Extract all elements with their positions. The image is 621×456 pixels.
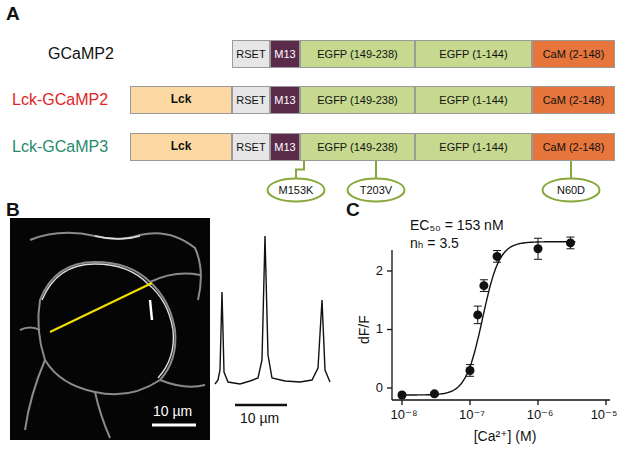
domain-label: Lck [171,140,192,153]
error-bar [566,237,574,249]
panel-letter: C [346,200,360,221]
data-point [534,244,543,253]
error-bar [466,365,474,377]
domain-box: EGFP (1-144) [415,133,532,161]
mutation-connector [376,161,377,178]
scale-label: 10 µm [240,411,279,426]
membrane-signal [42,236,173,378]
domain-label: Lck [171,93,192,106]
domain-label: EGFP (1-144) [439,48,507,60]
domain-label: EGFP (149-238) [317,141,398,153]
domain-box: EGFP (149-238) [300,86,415,114]
ec50-value: EC₅₀ = 153 nM [410,218,504,233]
mutation-label: T203V [360,184,392,196]
data-point [466,366,475,375]
tick-label: 10⁻⁵ [591,408,618,422]
mutation-connector [571,161,572,178]
panel-letter: B [6,200,20,221]
domain-box: CaM (2-148) [532,133,615,161]
line-scan [50,283,152,332]
domain-box: M13 [270,133,300,161]
scale-bar [152,424,196,427]
domain-label: RSET [236,48,265,60]
construct-name: Lck-GCaMP3 [12,138,108,156]
tick-label: 10⁻⁸ [391,408,418,422]
data-point [493,252,502,261]
domain-label: EGFP (149-238) [317,94,398,106]
tick-label: 1 [376,322,383,336]
chart-axes [387,250,610,405]
data-point [479,281,488,290]
domain-box: RSET [232,133,270,161]
axis-title: dF/F [356,316,371,345]
data-point [566,238,575,247]
domain-label: CaM (2-148) [543,48,605,60]
mutation-label: M153K [279,184,314,196]
panel-letter: A [6,4,20,25]
tick-label: 0 [376,381,383,395]
domain-label: M13 [274,94,295,106]
domain-box: RSET [232,86,270,114]
scale-bar [235,404,287,407]
hill-fit [402,242,575,395]
construct-name: Lck-GCaMP2 [12,91,108,109]
cell-image [10,218,210,440]
tick-label: 2 [376,264,383,278]
hill-coefficient: nₕ = 3.5 [410,236,459,251]
domain-label: CaM (2-148) [543,141,605,153]
data-point [473,310,482,319]
data-point [430,389,439,398]
domain-label: CaM (2-148) [543,94,605,106]
domain-box: M13 [270,86,300,114]
tick-label: 10⁻⁷ [459,408,485,422]
error-bar [474,306,482,324]
domain-box: Lck [130,133,232,161]
domain-label: RSET [236,94,265,106]
construct-name: GCaMP2 [48,45,114,63]
domain-label: M13 [274,48,295,60]
error-bar [480,280,488,292]
error-bar [493,251,501,263]
domain-label: EGFP (1-144) [439,94,507,106]
tick-label: 10⁻⁶ [527,408,554,422]
domain-label: EGFP (149-238) [317,48,398,60]
cell-outline [20,233,205,438]
chart-data [398,237,576,399]
domain-box: EGFP (1-144) [415,40,532,68]
intensity-profile [215,236,330,384]
mutation-label: N60D [557,184,585,196]
mutation-oval: N60D [541,177,601,203]
domain-box: Lck [130,86,232,114]
data-point [398,391,407,400]
domain-box: CaM (2-148) [532,40,615,68]
domain-box: M13 [270,40,300,68]
mutation-oval: M153K [266,177,326,203]
domain-label: RSET [236,141,265,153]
domain-box: EGFP (149-238) [300,40,415,68]
domain-box: CaM (2-148) [532,86,615,114]
domain-label: EGFP (1-144) [439,141,507,153]
scale-label: 10 µm [153,404,192,419]
error-bar [534,238,542,259]
axis-title: [Ca²⁺] (M) [474,429,537,444]
mutation-connector [296,161,304,178]
domain-label: M13 [274,141,295,153]
domain-box: EGFP (149-238) [300,133,415,161]
domain-box: RSET [232,40,270,68]
domain-box: EGFP (1-144) [415,86,532,114]
